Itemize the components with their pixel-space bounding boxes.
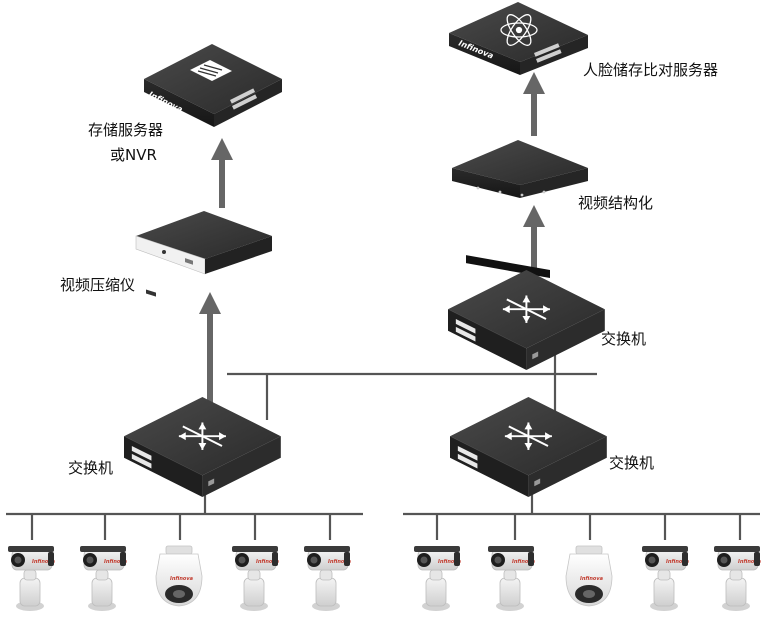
camera-bullet-8 bbox=[713, 545, 763, 612]
storage-server-device: Infinova bbox=[144, 44, 282, 127]
switch-right-bottom-device bbox=[449, 396, 608, 498]
document-icon bbox=[190, 60, 232, 81]
nvr-label: 或NVR bbox=[110, 146, 157, 164]
switch-right-top-label: 交换机 bbox=[601, 330, 646, 348]
switch-right-top-device bbox=[447, 269, 606, 371]
face-server-device: Infinova bbox=[449, 2, 588, 75]
switch-right-bottom-label: 交换机 bbox=[609, 454, 654, 472]
atom-icon bbox=[500, 14, 538, 46]
video-structuring-label: 视频结构化 bbox=[578, 194, 653, 212]
video-compressor-label: 视频压缩仪 bbox=[60, 276, 135, 294]
camera-bullet-3 bbox=[231, 545, 281, 612]
camera-bullet-5 bbox=[413, 545, 463, 612]
data-flow-arrows bbox=[199, 72, 545, 412]
camera-bullet-1 bbox=[7, 545, 57, 612]
storage-server-label: 存储服务器 bbox=[88, 121, 163, 139]
video-structuring-device bbox=[452, 140, 588, 278]
switch-left-label: 交换机 bbox=[68, 459, 113, 477]
camera-bullet-4 bbox=[303, 545, 353, 612]
camera-bullet-2 bbox=[79, 545, 129, 612]
camera-bullet-6 bbox=[487, 545, 537, 612]
face-server-label: 人脸储存比对服务器 bbox=[583, 61, 718, 79]
video-compressor-device bbox=[135, 211, 272, 297]
camera-dome-2 bbox=[565, 545, 613, 607]
camera-dome-1 bbox=[155, 545, 203, 607]
switch-left-device bbox=[123, 396, 282, 498]
connection-lines bbox=[6, 350, 760, 540]
camera-bullet-7 bbox=[641, 545, 691, 612]
